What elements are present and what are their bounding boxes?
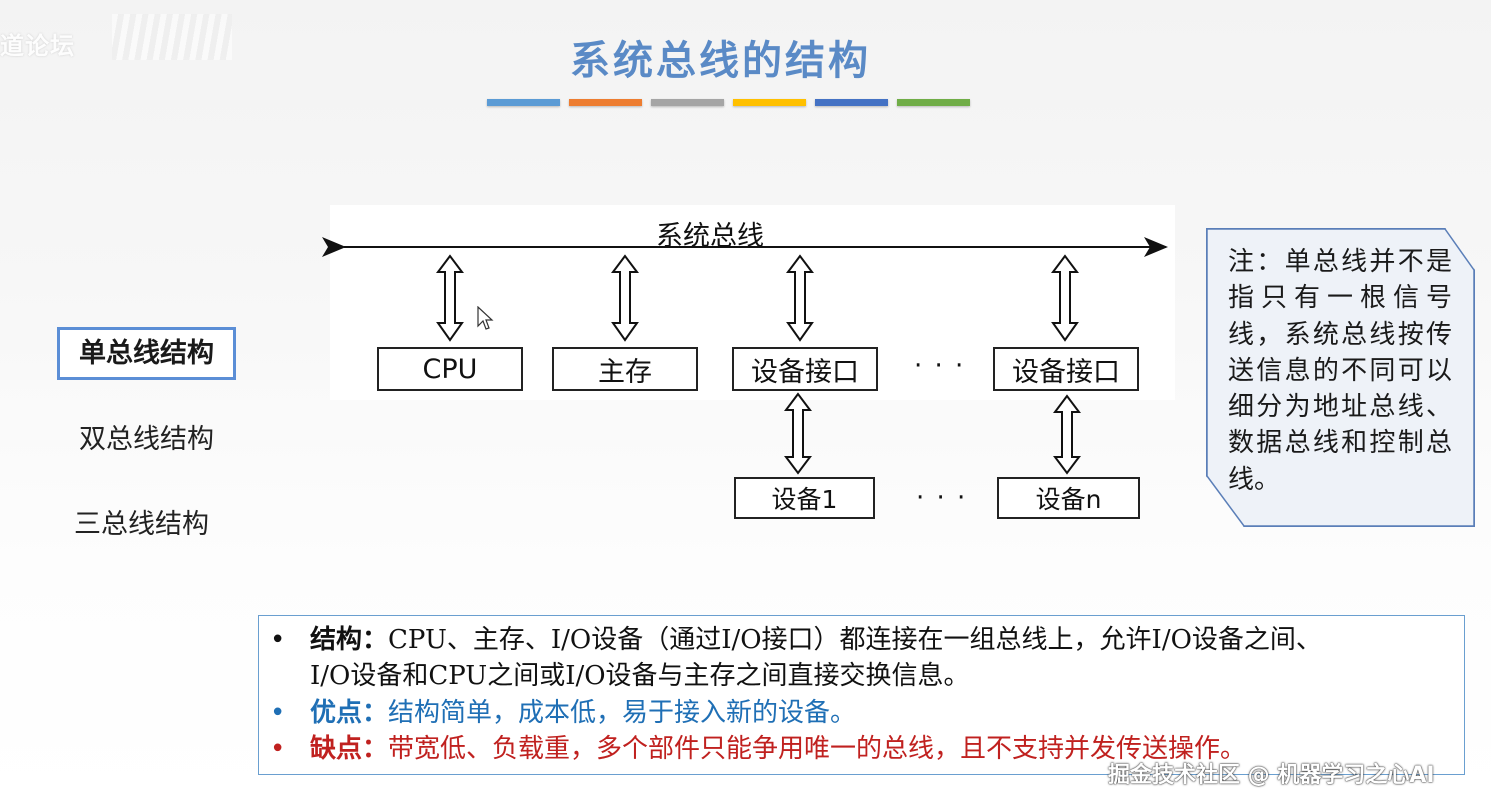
device-ellipsis: · · · xyxy=(916,483,968,513)
structure-label: 结构： xyxy=(310,625,389,655)
cons-text: 带宽低、负载重，多个部件只能争用唯一的总线，且不支持并发传送操作。 xyxy=(388,734,1247,764)
title-color-bars xyxy=(487,99,970,106)
color-bar-blue xyxy=(487,99,560,106)
double-arrow-interface-1 xyxy=(786,254,814,342)
nav-item-single-bus[interactable]: 单总线结构 xyxy=(57,327,236,380)
system-bus-label: 系统总线 xyxy=(656,221,764,252)
cons-label: 缺点： xyxy=(310,734,389,764)
device-1-box: 设备1 xyxy=(734,477,875,519)
forum-watermark: 道论坛 xyxy=(0,32,75,60)
pros-bullet: •优点：结构简单，成本低，易于接入新的设备。 xyxy=(270,698,857,728)
double-arrow-device-1 xyxy=(784,392,812,475)
structure-text-line-2: I/O设备和CPU之间或I/O设备与主存之间直接交换信息。 xyxy=(310,661,970,691)
note-callout xyxy=(1206,228,1475,527)
note-text: 注：单总线并不是指只有一根信号线，系统总线按传送信息的不同可以细分为地址总线、数… xyxy=(1228,247,1452,495)
pros-text: 结构简单，成本低，易于接入新的设备。 xyxy=(388,698,857,728)
color-bar-gray xyxy=(651,99,724,106)
juejin-watermark: 掘金技术社区 @ 机器学习之心AI xyxy=(1108,763,1435,788)
color-bar-darkblue xyxy=(815,99,888,106)
structure-text-1: CPU、主存、I/O设备（通过I/O接口）都连接在一组总线上，允许I/O设备之间… xyxy=(388,625,1322,655)
double-arrow-interface-n xyxy=(1051,254,1079,342)
device-interface-box-n: 设备接口 xyxy=(993,347,1139,391)
double-arrow-cpu xyxy=(436,254,464,342)
color-bar-orange xyxy=(569,99,642,106)
double-arrow-memory xyxy=(611,254,639,342)
info-box xyxy=(258,615,1465,775)
structure-bullet: •结构：CPU、主存、I/O设备（通过I/O接口）都连接在一组总线上，允许I/O… xyxy=(270,625,1322,655)
device-n-box: 设备n xyxy=(997,477,1140,519)
double-arrow-device-n xyxy=(1053,394,1081,475)
nav-item-dual-bus[interactable]: 双总线结构 xyxy=(79,424,214,455)
pros-label: 优点： xyxy=(310,698,389,728)
signature-watermark-image xyxy=(112,14,232,60)
main-memory-box: 主存 xyxy=(552,347,698,391)
color-bar-yellow xyxy=(733,99,806,106)
color-bar-green xyxy=(897,99,970,106)
note-callout-border xyxy=(1206,228,1475,527)
nav-item-triple-bus[interactable]: 三总线结构 xyxy=(74,509,209,540)
cpu-box: CPU xyxy=(377,347,523,391)
cons-bullet: •缺点：带宽低、负载重，多个部件只能争用唯一的总线，且不支持并发传送操作。 xyxy=(270,734,1247,764)
device-interface-box-1: 设备接口 xyxy=(732,347,878,391)
interface-ellipsis: · · · xyxy=(914,351,966,381)
slide-title: 系统总线的结构 xyxy=(570,38,871,84)
mouse-cursor-icon xyxy=(477,306,494,330)
